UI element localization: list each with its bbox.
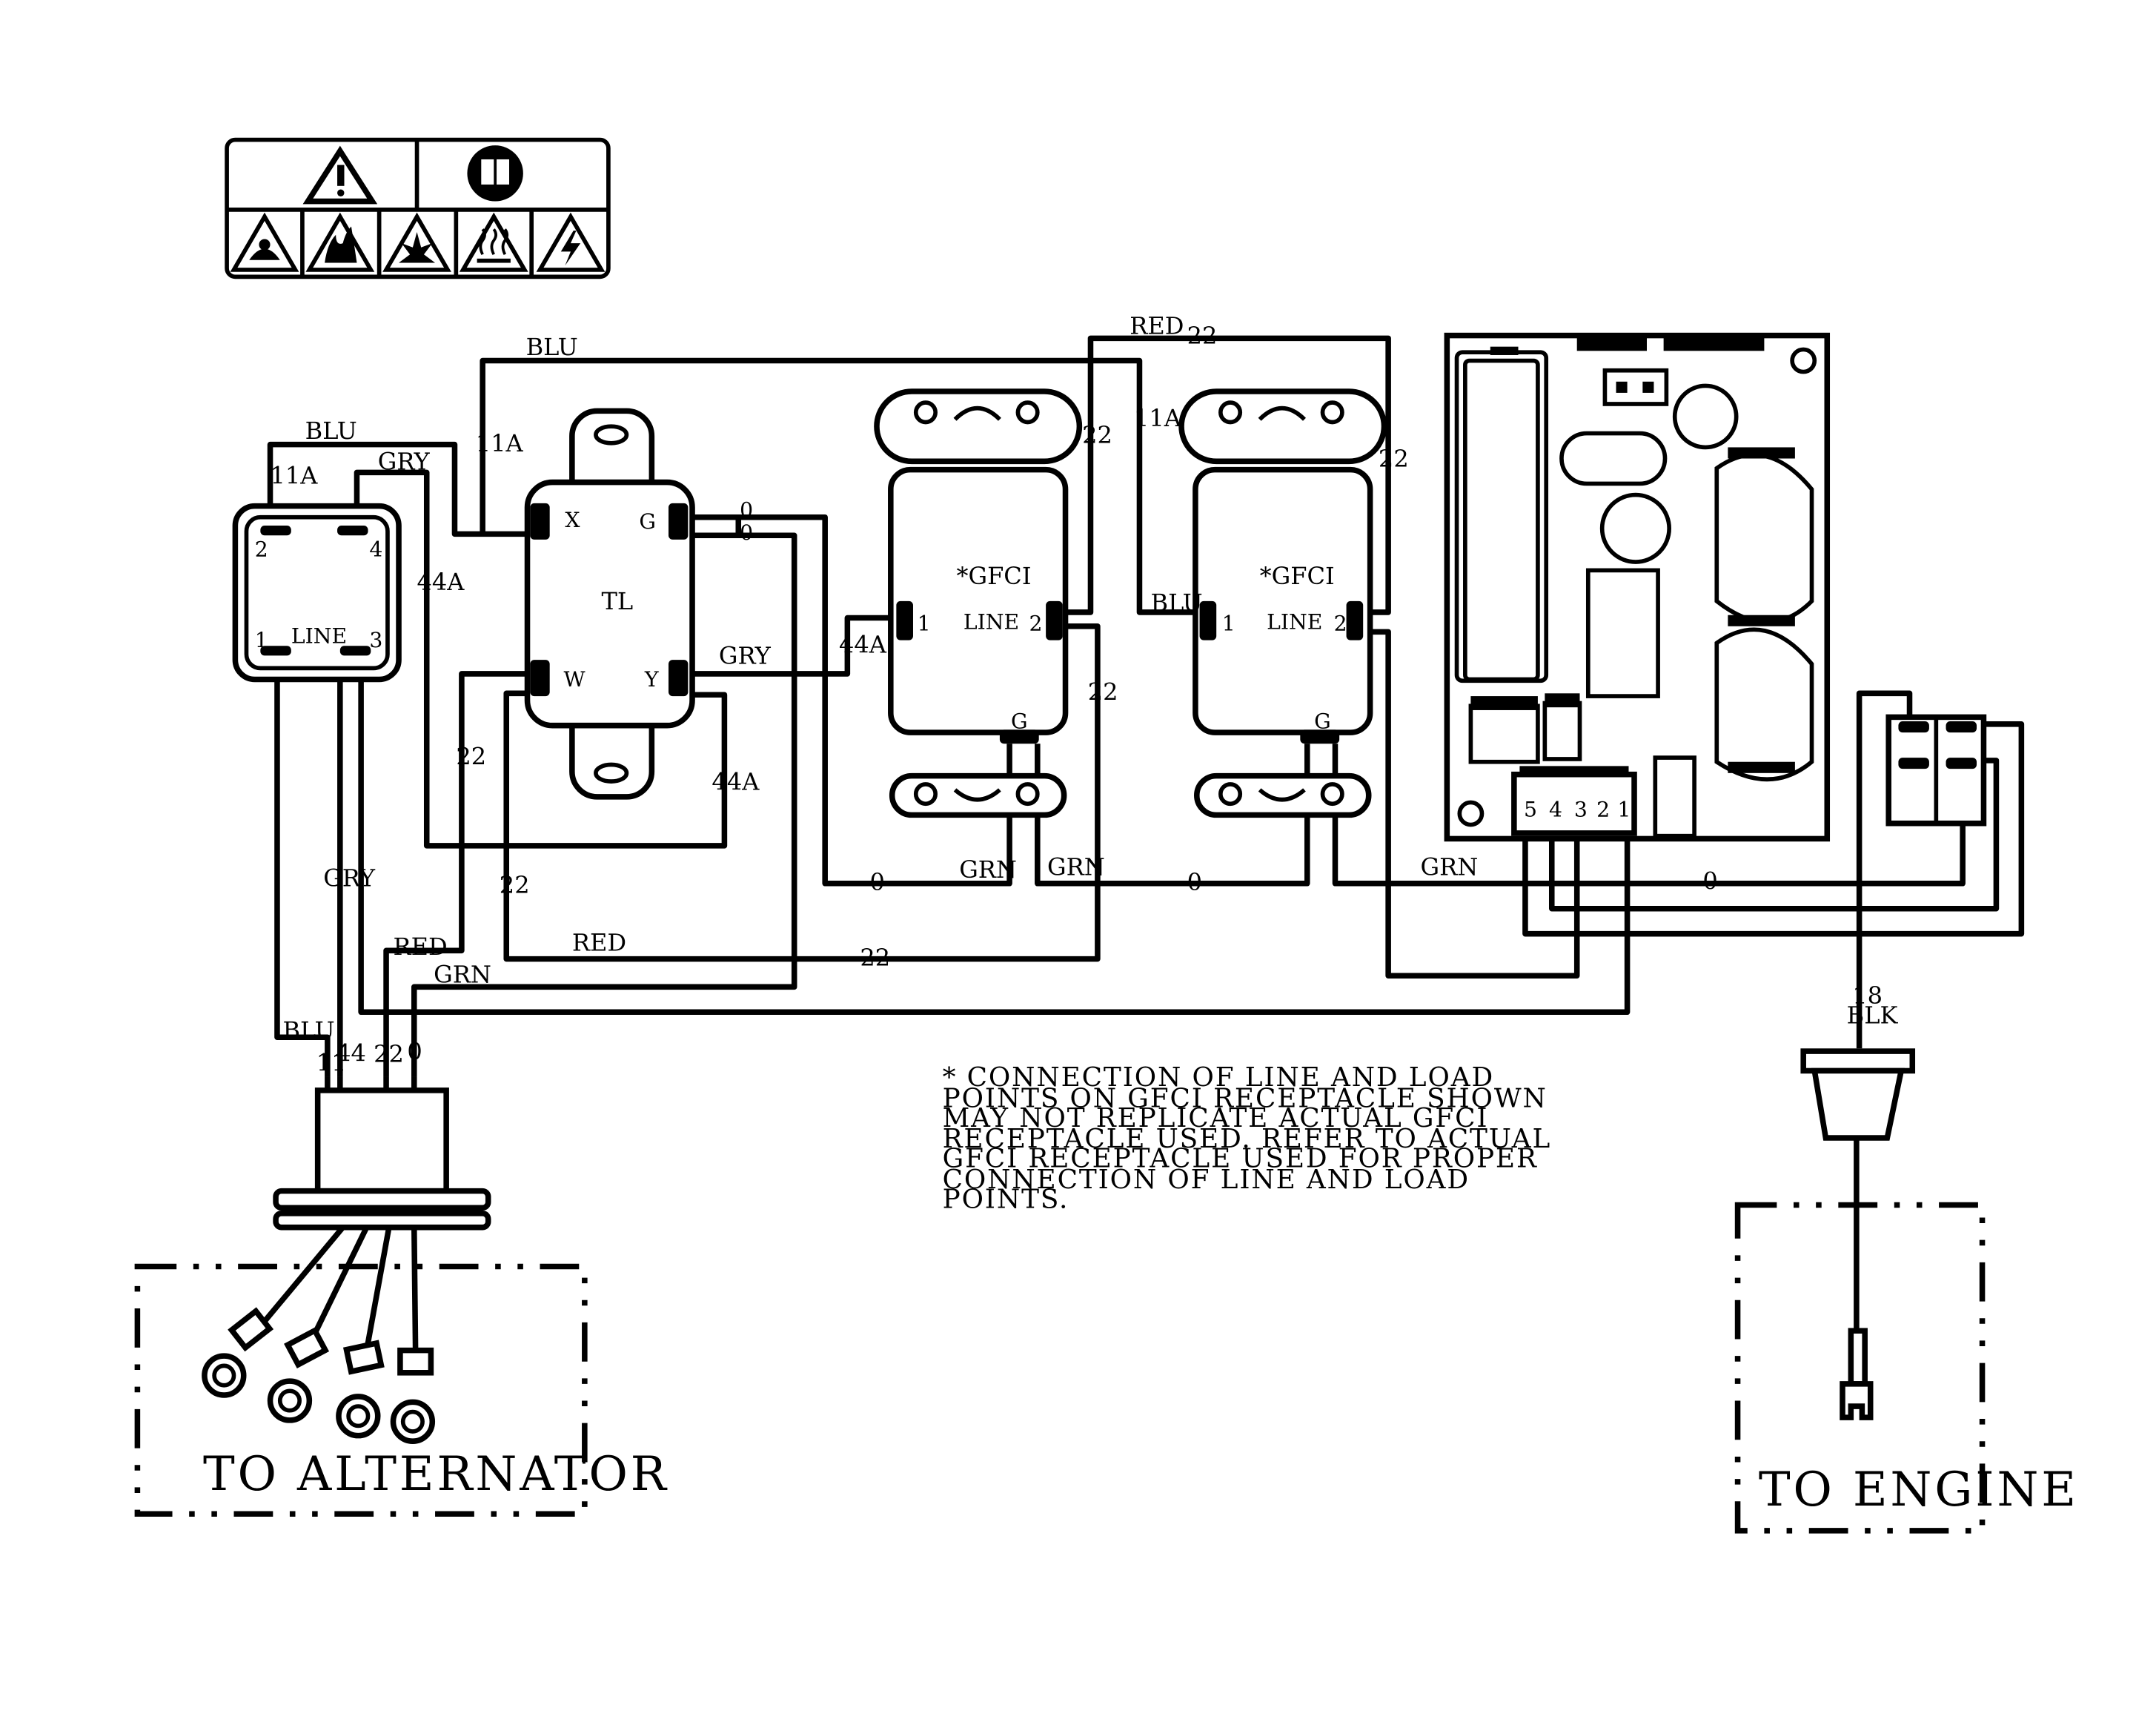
gfci2-g: G [1314, 709, 1331, 733]
engine-switch [1885, 714, 1987, 827]
tr-gry-label: GRY [719, 642, 772, 670]
zero-b-label: 0 [1187, 868, 1202, 896]
sw-gry-label: GRY [378, 448, 431, 476]
gfci-note: * CONNECTION OF LINE AND LOAD POINTS ON … [943, 1062, 1552, 1214]
gfci1-line: LINE [963, 610, 1019, 635]
blk-blk-label: BLK [1847, 1001, 1899, 1029]
top-blu-label: BLU [526, 333, 578, 361]
zero-a-label: 0 [870, 868, 885, 896]
gfci2-blu-label: BLU [1151, 589, 1203, 617]
sw-line-label: LINE [291, 623, 347, 648]
blu-bottom-label: BLU [283, 1016, 335, 1044]
grn-left-label: GRN [434, 961, 491, 989]
alternator-plug [202, 1076, 491, 1444]
tr-0b-label: 0 [740, 520, 753, 545]
w22-mid-label: 22 [860, 944, 890, 972]
red-left-label: RED [393, 933, 447, 961]
sw-term-3: 3 [369, 628, 382, 652]
sw-term-4: 4 [369, 537, 382, 562]
gfci2-22-label: 22 [1379, 445, 1409, 473]
engine-boundary [1734, 1202, 1986, 1534]
tr-x-label: X [565, 508, 580, 532]
conn-pin-4: 4 [1549, 797, 1562, 821]
conn-pin-3: 3 [1574, 797, 1588, 821]
safety-label [225, 137, 611, 279]
gfci2-term-1: 1 [1222, 611, 1235, 635]
red-mid-label: RED [572, 928, 626, 956]
conn-pin-5: 5 [1524, 797, 1537, 821]
transformer [524, 408, 695, 800]
zero-c-label: 0 [1702, 867, 1717, 895]
gfci1-22b-label: 22 [1088, 678, 1118, 706]
grn-c-label: GRN [1421, 852, 1479, 881]
note-line-1: * CONNECTION OF LINE AND LOAD [943, 1062, 1494, 1093]
explosion-icon [382, 212, 451, 272]
gfci2-11a-label: 11A [1134, 404, 1182, 432]
note-line-7: POINTS. [943, 1184, 1069, 1214]
ring-terminal-3 [336, 1340, 385, 1439]
w22-left-label: 22 [456, 742, 486, 770]
sw-44a-label: 44A [417, 568, 465, 596]
pin-0-label: 0 [407, 1037, 422, 1065]
gfci1-title: *GFCI [956, 562, 1031, 590]
sw-term-1: 1 [255, 628, 268, 652]
gry-vert-label: GRY [323, 864, 376, 893]
to-alternator-label: TO ALTERNATOR [203, 1446, 669, 1502]
engine-connector [1800, 1048, 1916, 1420]
tr-44a-b-label: 44A [712, 767, 760, 795]
grn-a-label: GRN [959, 855, 1017, 884]
gfci2-title: *GFCI [1260, 562, 1335, 590]
transformer-name: TL [601, 587, 633, 615]
note-line-6: CONNECTION OF LINE AND LOAD [943, 1165, 1470, 1195]
tr-11a-label: 11A [476, 429, 524, 457]
top-red-label: RED [1130, 312, 1184, 340]
gfci1-term-1: 1 [918, 611, 931, 635]
hot-surface-icon [459, 212, 528, 272]
tr-g-label: G [639, 509, 656, 534]
toxic-fumes-icon [230, 212, 299, 272]
fire-icon [305, 212, 375, 272]
alternator-boundary [134, 1263, 588, 1517]
sw-term-2: 2 [255, 537, 268, 562]
gfci1-g: G [1011, 709, 1028, 733]
ring-terminal-4 [390, 1347, 436, 1444]
pin-11-label: 11 [316, 1048, 347, 1076]
top-22-label: 22 [1187, 322, 1218, 350]
note-line-4: RECEPTACLE USED. REFER TO ACTUAL [943, 1124, 1552, 1154]
gfci-receptacle-2 [1178, 388, 1387, 818]
warning-icon [302, 145, 378, 205]
tr-0a-label: 0 [740, 498, 753, 523]
blk-18-label: 18 [1852, 981, 1883, 1010]
sw-11a-label: 11A [271, 461, 319, 489]
w22-left2-label: 22 [500, 871, 530, 899]
gfci2-line: LINE [1267, 610, 1322, 635]
wire-labels: BLU GRY 11A 44A 2 4 1 3 LINE BLU 11A X G… [203, 312, 2079, 1517]
gfci1-term-2: 2 [1029, 611, 1042, 635]
tr-w-label: W [564, 667, 586, 692]
electric-shock-icon [536, 212, 606, 272]
gfci-receptacle-1 [874, 388, 1083, 818]
to-engine-label: TO ENGINE [1759, 1462, 2079, 1517]
sw-blu-label: BLU [305, 417, 357, 445]
ring-terminal-1 [202, 1307, 274, 1398]
conn-pin-1: 1 [1617, 797, 1631, 821]
ring-terminal-2 [267, 1326, 330, 1423]
line-switch [232, 503, 402, 683]
grn-b-label: GRN [1047, 852, 1105, 881]
conn-pin-2: 2 [1596, 797, 1610, 821]
gfci1-22a-label: 22 [1082, 421, 1112, 449]
pin-44-label: 44 [336, 1039, 366, 1067]
tr-44a-label: 44A [839, 631, 887, 659]
control-board [1444, 332, 1831, 842]
note-line-2: POINTS ON GFCI RECEPTACLE SHOWN [943, 1084, 1548, 1114]
manual-icon [467, 145, 523, 202]
note-line-5: GFCI RECEPTACLE USED FOR PROPER [943, 1144, 1538, 1174]
tr-y-label: Y [644, 667, 659, 692]
pin-22-label: 22 [374, 1040, 404, 1068]
gfci2-term-2: 2 [1334, 611, 1347, 635]
note-line-3: MAY NOT REPLICATE ACTUAL GFCI [943, 1103, 1489, 1133]
